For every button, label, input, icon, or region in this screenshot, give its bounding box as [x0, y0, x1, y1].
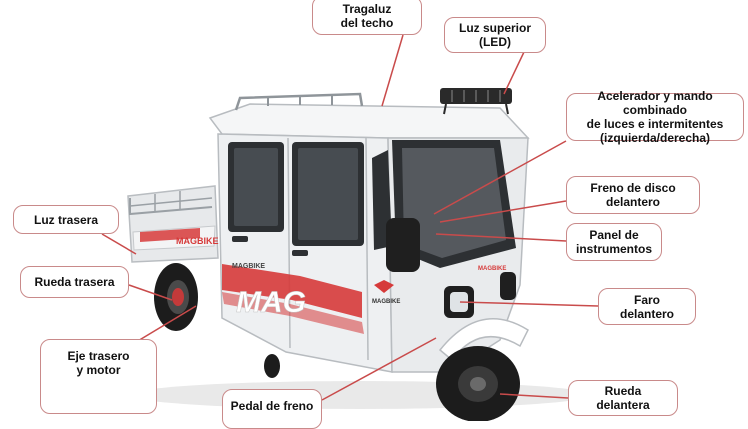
front-wheel	[436, 346, 520, 421]
label-acelerador-text: Acelerador y mando combinado de luces e …	[586, 89, 724, 145]
label-eje-trasero-text: Eje trasero y motor	[67, 349, 130, 377]
cargo-bed: MAGBIKE	[127, 185, 219, 263]
label-rueda-delantera-text: Rueda delantera	[596, 384, 650, 412]
label-pedal-freno-text: Pedal de freno	[230, 399, 314, 413]
label-luz-trasera: Luz trasera	[13, 205, 119, 234]
rear-wheel	[154, 263, 198, 331]
cabin-body: MAG MAGBIKE MAGBIKE MAGBIKE	[208, 88, 530, 373]
label-pedal-freno: Pedal de freno	[222, 389, 322, 429]
label-luz-superior: Luz superior (LED)	[444, 17, 546, 53]
label-tragaluz: Tragaluz del techo	[312, 0, 422, 35]
label-luz-trasera-text: Luz trasera	[33, 212, 99, 227]
label-acelerador: Acelerador y mando combinado de luces e …	[566, 89, 744, 145]
label-rueda-trasera: Rueda trasera	[20, 266, 129, 298]
label-eje-trasero: Eje trasero y motor	[40, 339, 157, 414]
cargo-brand-text: MAGBIKE	[176, 236, 219, 246]
label-panel: Panel de instrumentos	[566, 223, 662, 261]
side-brand-text: MAG	[236, 286, 306, 319]
label-rueda-delantera: Rueda delantera	[568, 380, 678, 416]
label-faro-text: Faro delantero	[619, 292, 674, 321]
label-freno-disco-text: Freno de disco delantero	[590, 181, 676, 209]
label-rueda-trasera-text: Rueda trasera	[34, 275, 115, 289]
label-panel-text: Panel de instrumentos	[575, 228, 652, 256]
label-tragaluz-text: Tragaluz del techo	[340, 1, 394, 30]
label-freno-disco: Freno de disco delantero	[566, 176, 700, 214]
label-faro: Faro delantero	[598, 288, 696, 325]
front-door-brand: MAGBIKE	[372, 299, 400, 305]
label-luz-superior-text: Luz superior (LED)	[458, 21, 531, 49]
side-small-brand: MAGBIKE	[232, 263, 265, 270]
front-brand: MAGBIKE	[478, 266, 506, 272]
